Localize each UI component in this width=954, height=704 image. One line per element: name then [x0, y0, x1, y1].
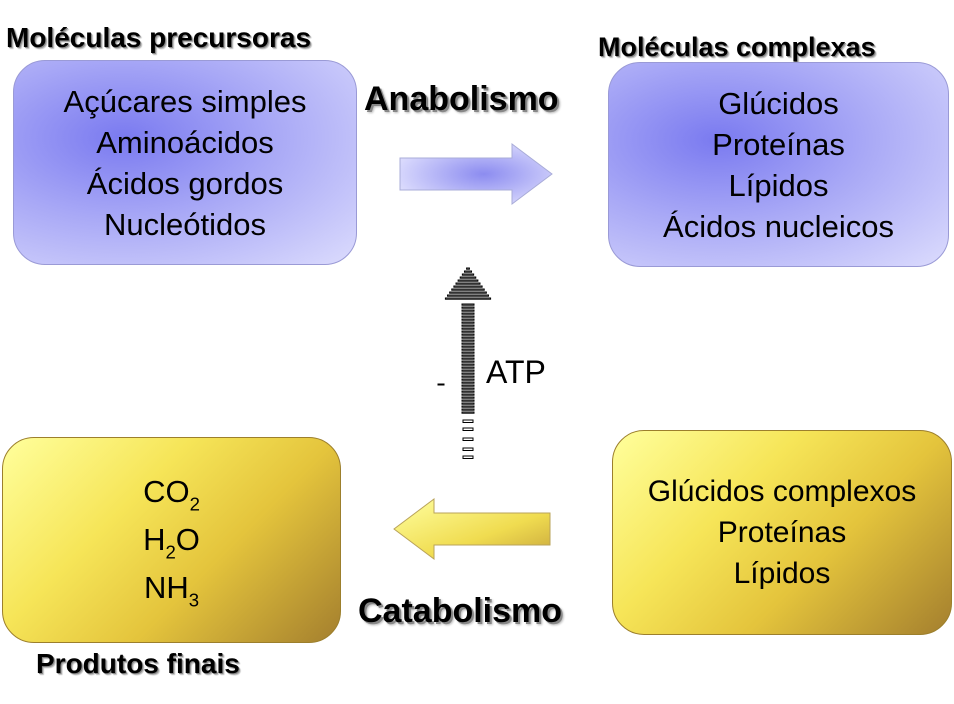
catabolism-arrow [393, 498, 551, 560]
atp-arrow-stripe [461, 342, 475, 345]
atp-arrow-stripe [437, 383, 445, 386]
anabolism-label: Anabolismo [364, 80, 559, 118]
atp-arrow-stripe [461, 312, 475, 315]
precursor-item: Açúcares simples [63, 83, 307, 119]
atp-arrow-stripe [461, 408, 475, 411]
atp-arrow-stripe [444, 297, 492, 300]
atp-arrow-stripe [461, 324, 475, 327]
atp-arrow-stripe [461, 354, 475, 357]
anabolism-arrow [399, 143, 553, 205]
atp-arrow-stripe [451, 288, 485, 291]
atp-upward-arrow [437, 267, 492, 459]
atp-arrow-stripe [461, 348, 475, 351]
atp-arrow-stripe [455, 282, 481, 285]
final-products-box: CO2 H2O NH3 [2, 437, 341, 643]
atp-arrow-stripe [461, 381, 475, 384]
atp-arrow-stripe [466, 267, 470, 270]
atp-arrow-stripe [461, 396, 475, 399]
complex-item: Ácidos nucleicos [663, 208, 894, 244]
atp-arrow-stripe [461, 357, 475, 360]
atp-arrow-stripe [461, 405, 475, 408]
complex-molecules-box: Glúcidos Proteínas Lípidos Ácidos nuclei… [608, 62, 949, 267]
atp-arrow-stripe [461, 336, 475, 339]
atp-arrow-stripe [461, 378, 475, 381]
atp-arrow-stripe [461, 366, 475, 369]
atp-arrow-stripe [461, 327, 475, 330]
atp-arrow-stripe [453, 285, 483, 288]
atp-arrow-stripe [461, 351, 475, 354]
atp-arrow-stripe [461, 375, 475, 378]
atp-arrow-stripe [461, 372, 475, 375]
precursor-item: Ácidos gordos [86, 165, 284, 201]
catabolism-item: Glúcidos complexos [647, 475, 917, 508]
atp-arrow-stripe [461, 339, 475, 342]
atp-arrow-stripe [459, 276, 477, 279]
atp-arrow-stripe [461, 369, 475, 372]
catabolism-substrates-box: Glúcidos complexos Proteínas Lípidos [612, 430, 952, 635]
complex-molecules-heading: Moléculas complexas [598, 32, 876, 62]
atp-arrow-stripe [461, 303, 475, 306]
atp-arrow-stripe [461, 306, 475, 309]
atp-arrow-stripe [461, 402, 475, 405]
atp-arrow-stripe [457, 279, 479, 282]
atp-arrow-stripe [461, 384, 475, 387]
atp-arrow-stripe [462, 427, 474, 431]
atp-arrow-stripe [461, 411, 475, 414]
complex-item: Proteínas [712, 126, 845, 162]
atp-arrow-stripe [461, 315, 475, 318]
atp-arrow-stripe [447, 294, 489, 297]
complex-item: Glúcidos [718, 85, 839, 121]
atp-arrow-stripe [461, 363, 475, 366]
final-product-nh3: NH3 [143, 570, 200, 611]
precursor-molecules-heading: Moléculas precursoras [6, 22, 312, 53]
final-product-h2o: H2O [143, 522, 200, 563]
atp-arrow-stripe [461, 387, 475, 390]
final-product-co2: CO2 [143, 474, 200, 515]
atp-arrow-stripe [462, 455, 474, 459]
atp-label: ATP [486, 354, 546, 390]
final-products-heading: Produtos finais [36, 648, 240, 679]
atp-arrow-stripe [461, 273, 475, 276]
precursor-item: Nucleótidos [104, 206, 266, 242]
atp-arrow-stripe [461, 330, 475, 333]
precursor-item: Aminoácidos [96, 124, 274, 160]
atp-arrow-stripe [463, 270, 473, 273]
atp-arrow-stripe [461, 333, 475, 336]
precursor-molecules-box: Açúcares simples Aminoácidos Ácidos gord… [13, 60, 357, 265]
atp-arrow-stripe [449, 291, 487, 294]
atp-arrow-stripe [461, 345, 475, 348]
atp-arrow-stripe [461, 318, 475, 321]
catabolism-item: Proteínas [717, 516, 847, 549]
catabolism-label: Catabolismo [358, 592, 563, 630]
atp-arrow-stripe [461, 309, 475, 312]
atp-arrow-stripe [461, 321, 475, 324]
atp-arrow-stripe [462, 447, 474, 451]
atp-arrow-stripe [461, 360, 475, 363]
atp-arrow-stripe [461, 399, 475, 402]
atp-arrow-stripe [461, 393, 475, 396]
catabolism-item: Lípidos [733, 557, 831, 590]
atp-arrow-stripe [462, 437, 474, 441]
atp-arrow-stripe [461, 390, 475, 393]
atp-arrow-stripe [462, 419, 474, 423]
complex-item: Lípidos [728, 167, 829, 203]
